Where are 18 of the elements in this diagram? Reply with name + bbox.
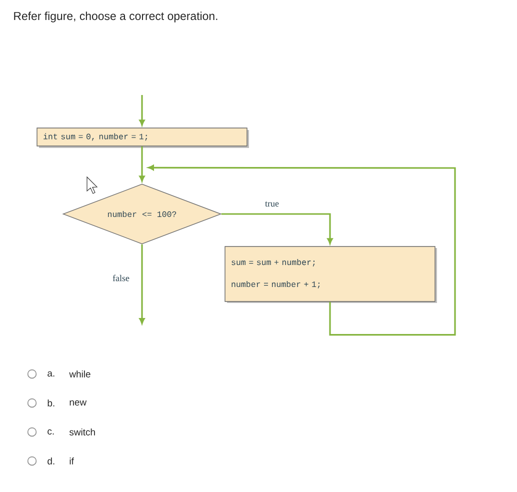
option-letter: a.	[48, 371, 54, 377]
code-box: sum = sum + number; number = number + 1;	[224, 246, 437, 303]
option-letter: b.	[48, 400, 54, 406]
arrow	[139, 95, 145, 126]
option-text: if	[70, 458, 74, 464]
option-letter: d.	[48, 458, 54, 464]
option-text: while	[69, 370, 90, 378]
edge-label: false	[112, 274, 130, 282]
code-box: int sum = 0, number = 1;	[36, 128, 249, 148]
option-letter: c.	[48, 429, 54, 435]
arrow	[139, 146, 145, 182]
arrow	[139, 244, 145, 324]
arrow	[221, 213, 333, 244]
question-text: Refer figure, choose a correct operation.	[14, 12, 218, 22]
option-text: new	[70, 400, 87, 406]
arrow	[148, 164, 456, 336]
edge-label: true	[264, 200, 280, 208]
option-text: switch	[69, 428, 95, 436]
